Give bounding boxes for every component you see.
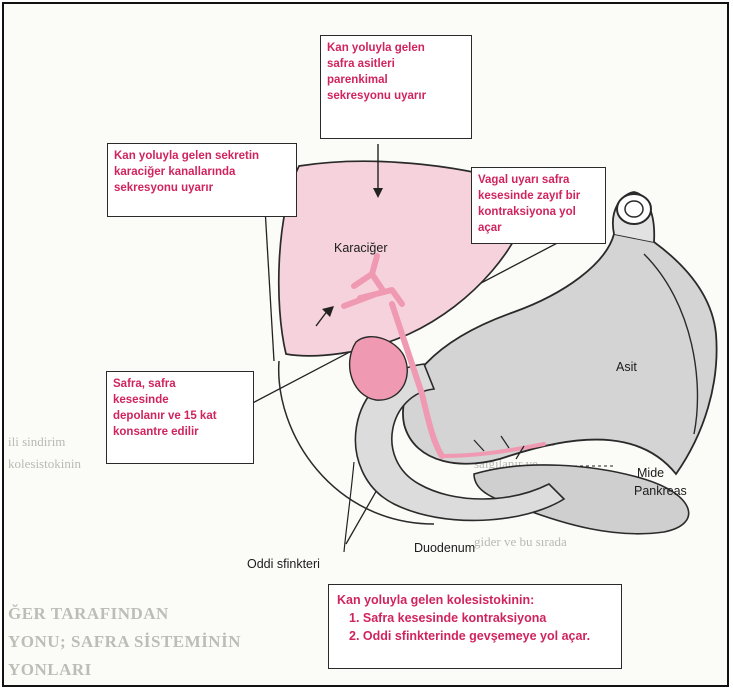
pancreas-label: Pankreas bbox=[634, 484, 687, 498]
callout-secretin: Kan yoluyla gelen sekretin karaciğer kan… bbox=[107, 143, 297, 217]
duodenum-label: Duodenum bbox=[414, 541, 475, 555]
stomach-label: Mide bbox=[637, 466, 664, 480]
callout-cholecystokinin: Kan yoluyla gelen kolesistokinin: 1. Saf… bbox=[328, 584, 622, 669]
callout-storage: Safra, safra kesesinde depolanır ve 15 k… bbox=[106, 371, 254, 464]
oddi-sphincter-label: Oddi sfinkteri bbox=[247, 557, 320, 571]
gallbladder-shape bbox=[350, 337, 408, 400]
callout-bile-acids: Kan yoluyla gelen safra asitleri parenki… bbox=[320, 35, 472, 139]
callout-vagal: Vagal uyarı safra kesesinde zayıf bir ko… bbox=[471, 167, 606, 244]
acid-label: Asit bbox=[616, 360, 637, 374]
liver-label: Karaciğer bbox=[334, 241, 388, 255]
